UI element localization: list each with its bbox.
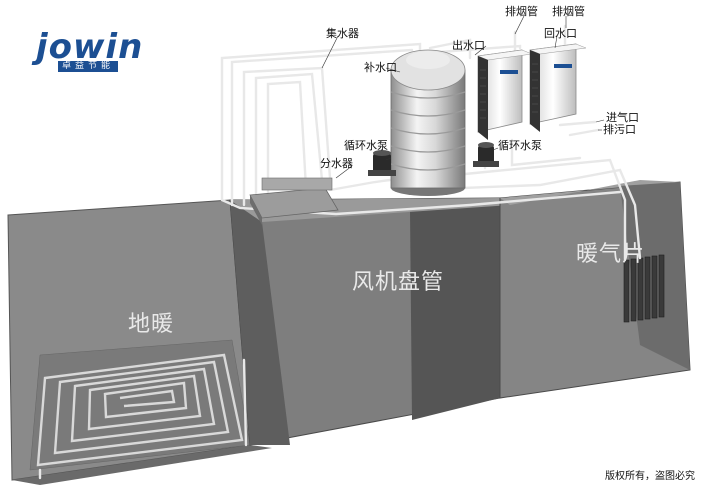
- label-pump-right: 循环水泵: [498, 139, 542, 152]
- label-outlet: 出水口: [452, 39, 485, 52]
- label-flue-left: 排烟管: [505, 5, 538, 18]
- label-air-inlet: 进气口: [606, 111, 639, 124]
- room-label-fan-coil: 风机盘管: [352, 270, 445, 295]
- label-flue-right: 排烟管: [552, 5, 585, 18]
- circulation-pump-right: [473, 142, 499, 167]
- label-collector: 集水器: [326, 27, 359, 40]
- boiler-right: [529, 43, 587, 132]
- label-make-up-inlet: 补水口: [364, 61, 397, 74]
- room-label-radiator: 暖气片: [576, 242, 646, 267]
- distributor-box: [249, 177, 339, 225]
- floor-heating-coil: [36, 353, 244, 467]
- buffer-tank: [390, 49, 466, 196]
- copyright-notice: 版权所有，盗图必究: [605, 471, 695, 482]
- label-drain: 排污口: [603, 123, 636, 136]
- room-fan-coil: [229, 197, 510, 446]
- boiler-left: [477, 49, 533, 140]
- room-radiator: [499, 180, 691, 399]
- leader-lines: [321, 15, 605, 179]
- label-pump-left: 循环水泵: [344, 139, 388, 152]
- room-floor-heating: [7, 199, 272, 485]
- circulation-pump-left: [368, 150, 396, 176]
- jowin-logo: jowin: [36, 27, 144, 67]
- jowin-logo-subtitle: 卓益节能: [58, 61, 119, 72]
- label-distributor: 分水器: [320, 157, 353, 170]
- room-label-floor-heating: 地暖: [128, 312, 175, 337]
- label-return-inlet: 回水口: [544, 27, 577, 40]
